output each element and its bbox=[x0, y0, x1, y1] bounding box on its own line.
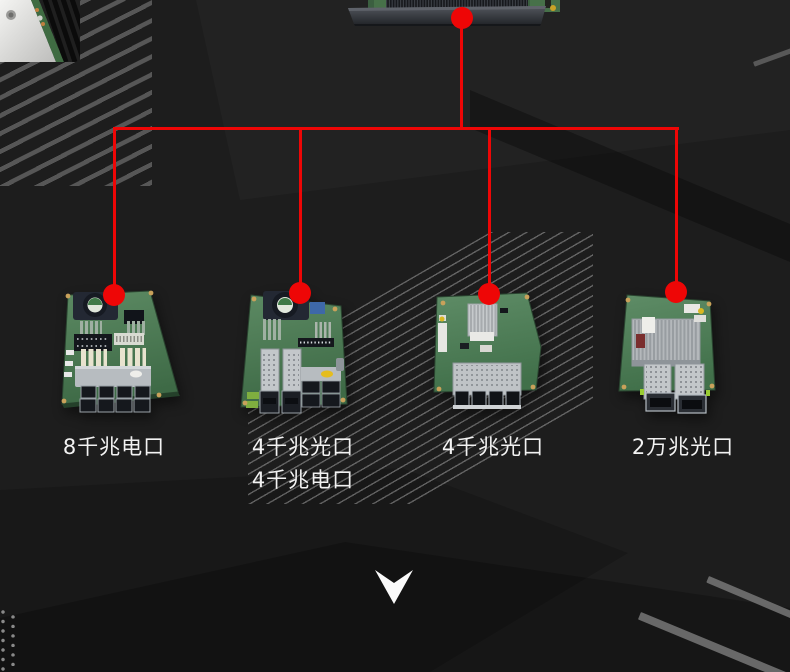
tree-node-card-4 bbox=[665, 281, 687, 303]
dot-grid-bottom-left bbox=[0, 609, 19, 672]
card-label-1: 8千兆电口 bbox=[29, 431, 199, 464]
card-image-4x-sfp-4x-rj45 bbox=[240, 291, 348, 414]
tree-line-root bbox=[460, 18, 463, 130]
tree-node-root bbox=[451, 7, 473, 29]
heatsink bbox=[467, 303, 498, 341]
tree-line-card-1 bbox=[113, 127, 116, 295]
chevron-down-icon bbox=[375, 570, 413, 604]
tree-line-card-4 bbox=[675, 127, 678, 292]
stripe-top-right bbox=[753, 45, 790, 67]
tree-line-card-2 bbox=[299, 127, 302, 293]
card-label-2: 4千兆光口 4千兆电口 bbox=[218, 431, 388, 497]
chassis-edge-connector-photo bbox=[348, 0, 560, 26]
tree-node-card-3 bbox=[478, 283, 500, 305]
card-label-text: 2万兆光口 bbox=[631, 435, 735, 459]
card-label-text: 8千兆电口 bbox=[62, 435, 166, 459]
tree-line-horizontal bbox=[114, 127, 679, 130]
card-image-2x-sfp-plus bbox=[618, 294, 716, 414]
corner-heatsink-photo bbox=[0, 0, 80, 62]
tree-node-card-2 bbox=[289, 282, 311, 304]
stripe-bottom-right-1 bbox=[706, 576, 790, 619]
card-label-text: 4千兆光口 bbox=[251, 435, 355, 459]
tree-node-card-1 bbox=[103, 284, 125, 306]
tree-line-card-3 bbox=[488, 127, 491, 294]
sfp-plus-cages bbox=[643, 363, 707, 414]
card-image-8x-rj45 bbox=[61, 290, 180, 413]
card-label-4: 2万兆光口 bbox=[598, 431, 768, 464]
card-label-3: 4千兆光口 bbox=[408, 431, 578, 464]
port-shield bbox=[75, 366, 151, 387]
card-label-text: 4千兆电口 bbox=[251, 468, 355, 492]
sfp-cage-block bbox=[452, 362, 522, 409]
rj45-ports bbox=[301, 367, 341, 408]
stripe-bottom-right-2 bbox=[638, 612, 790, 672]
card-label-text: 4千兆光口 bbox=[441, 435, 545, 459]
card-image-4x-sfp bbox=[433, 292, 542, 409]
rj45-ports bbox=[79, 385, 151, 413]
